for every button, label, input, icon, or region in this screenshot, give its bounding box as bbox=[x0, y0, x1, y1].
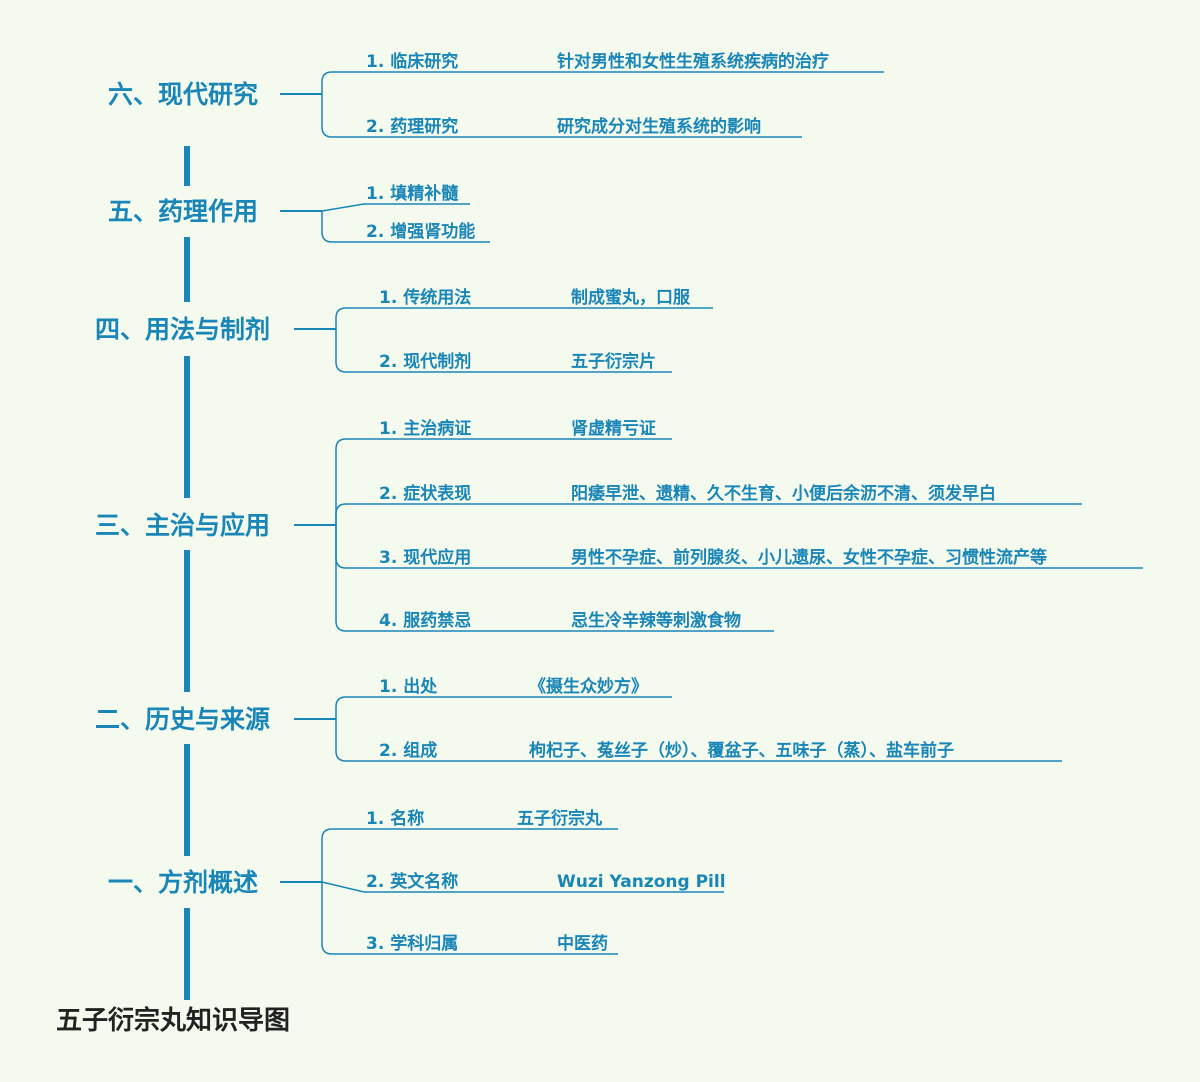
leaf-key[interactable]: 1. 临床研究 bbox=[366, 52, 459, 72]
spine-segment bbox=[184, 356, 190, 498]
connector-line bbox=[335, 696, 378, 719]
leaf-value[interactable]: 五子衍宗片 bbox=[571, 352, 656, 372]
leaf-value[interactable]: 研究成分对生殖系统的影响 bbox=[557, 117, 761, 137]
map-title: 五子衍宗丸知识导图 bbox=[56, 1006, 291, 1036]
connector-line bbox=[321, 828, 364, 882]
leaf-key[interactable]: 1. 主治病证 bbox=[379, 419, 472, 439]
leaf-key[interactable]: 1. 名称 bbox=[366, 809, 425, 829]
connector-line bbox=[335, 525, 378, 632]
leaf-key[interactable]: 2. 组成 bbox=[379, 741, 438, 761]
connector-line bbox=[321, 211, 364, 243]
leaf-key[interactable]: 2. 现代制剂 bbox=[379, 352, 472, 372]
connector-line bbox=[335, 525, 378, 569]
spine-segment bbox=[184, 908, 190, 1000]
branch-label[interactable]: 二、历史与来源 bbox=[95, 705, 271, 734]
branch-label[interactable]: 四、用法与制剂 bbox=[95, 315, 271, 344]
branch-label[interactable]: 五、药理作用 bbox=[108, 197, 259, 226]
leaf-key[interactable]: 1. 出处 bbox=[379, 677, 438, 697]
leaf-value[interactable]: 《摄生众妙方》 bbox=[529, 677, 648, 697]
connector-line bbox=[321, 94, 364, 138]
leaf-value[interactable]: 中医药 bbox=[557, 934, 608, 954]
connector-line bbox=[321, 203, 365, 212]
leaf-key[interactable]: 1. 填精补髓 bbox=[366, 184, 459, 204]
connector-line bbox=[335, 438, 378, 525]
spine-segment bbox=[184, 550, 190, 692]
connector-line bbox=[321, 71, 364, 94]
leaf-value[interactable]: Wuzi Yanzong Pill bbox=[557, 872, 726, 892]
connector-line bbox=[321, 881, 365, 893]
leaf-value[interactable]: 阳痿早泄、遗精、久不生育、小便后余沥不清、须发早白 bbox=[571, 484, 996, 504]
spine-segment bbox=[184, 146, 190, 186]
branch-label[interactable]: 三、主治与应用 bbox=[95, 511, 271, 540]
leaf-value[interactable]: 针对男性和女性生殖系统疾病的治疗 bbox=[557, 52, 829, 72]
leaf-key[interactable]: 2. 药理研究 bbox=[366, 117, 459, 137]
spine-segment bbox=[184, 237, 190, 302]
leaf-key[interactable]: 3. 学科归属 bbox=[366, 934, 459, 954]
leaf-key[interactable]: 2. 英文名称 bbox=[366, 872, 459, 892]
branch-label[interactable]: 一、方剂概述 bbox=[108, 868, 259, 897]
branch-label[interactable]: 六、现代研究 bbox=[108, 80, 259, 109]
leaf-key[interactable]: 4. 服药禁忌 bbox=[379, 611, 472, 631]
connector-line bbox=[335, 307, 378, 329]
leaf-value[interactable]: 肾虚精亏证 bbox=[571, 419, 656, 439]
leaf-value[interactable]: 制成蜜丸，口服 bbox=[571, 288, 690, 308]
connector-line bbox=[321, 882, 364, 955]
leaf-key[interactable]: 1. 传统用法 bbox=[379, 288, 472, 308]
connector-line bbox=[335, 719, 378, 762]
spine-segment bbox=[184, 744, 190, 856]
connector-line bbox=[335, 329, 378, 373]
leaf-key[interactable]: 2. 症状表现 bbox=[379, 484, 472, 504]
leaf-value[interactable]: 忌生冷辛辣等刺激食物 bbox=[571, 611, 741, 631]
leaf-value[interactable]: 五子衍宗丸 bbox=[517, 809, 602, 829]
leaf-key[interactable]: 3. 现代应用 bbox=[379, 548, 472, 568]
leaf-key[interactable]: 2. 增强肾功能 bbox=[366, 222, 476, 242]
leaf-value[interactable]: 枸杞子、菟丝子（炒）、覆盆子、五味子（蒸）、盐车前子 bbox=[529, 741, 954, 761]
leaf-value[interactable]: 男性不孕症、前列腺炎、小儿遗尿、女性不孕症、习惯性流产等 bbox=[571, 548, 1047, 568]
connector-line bbox=[335, 503, 378, 525]
